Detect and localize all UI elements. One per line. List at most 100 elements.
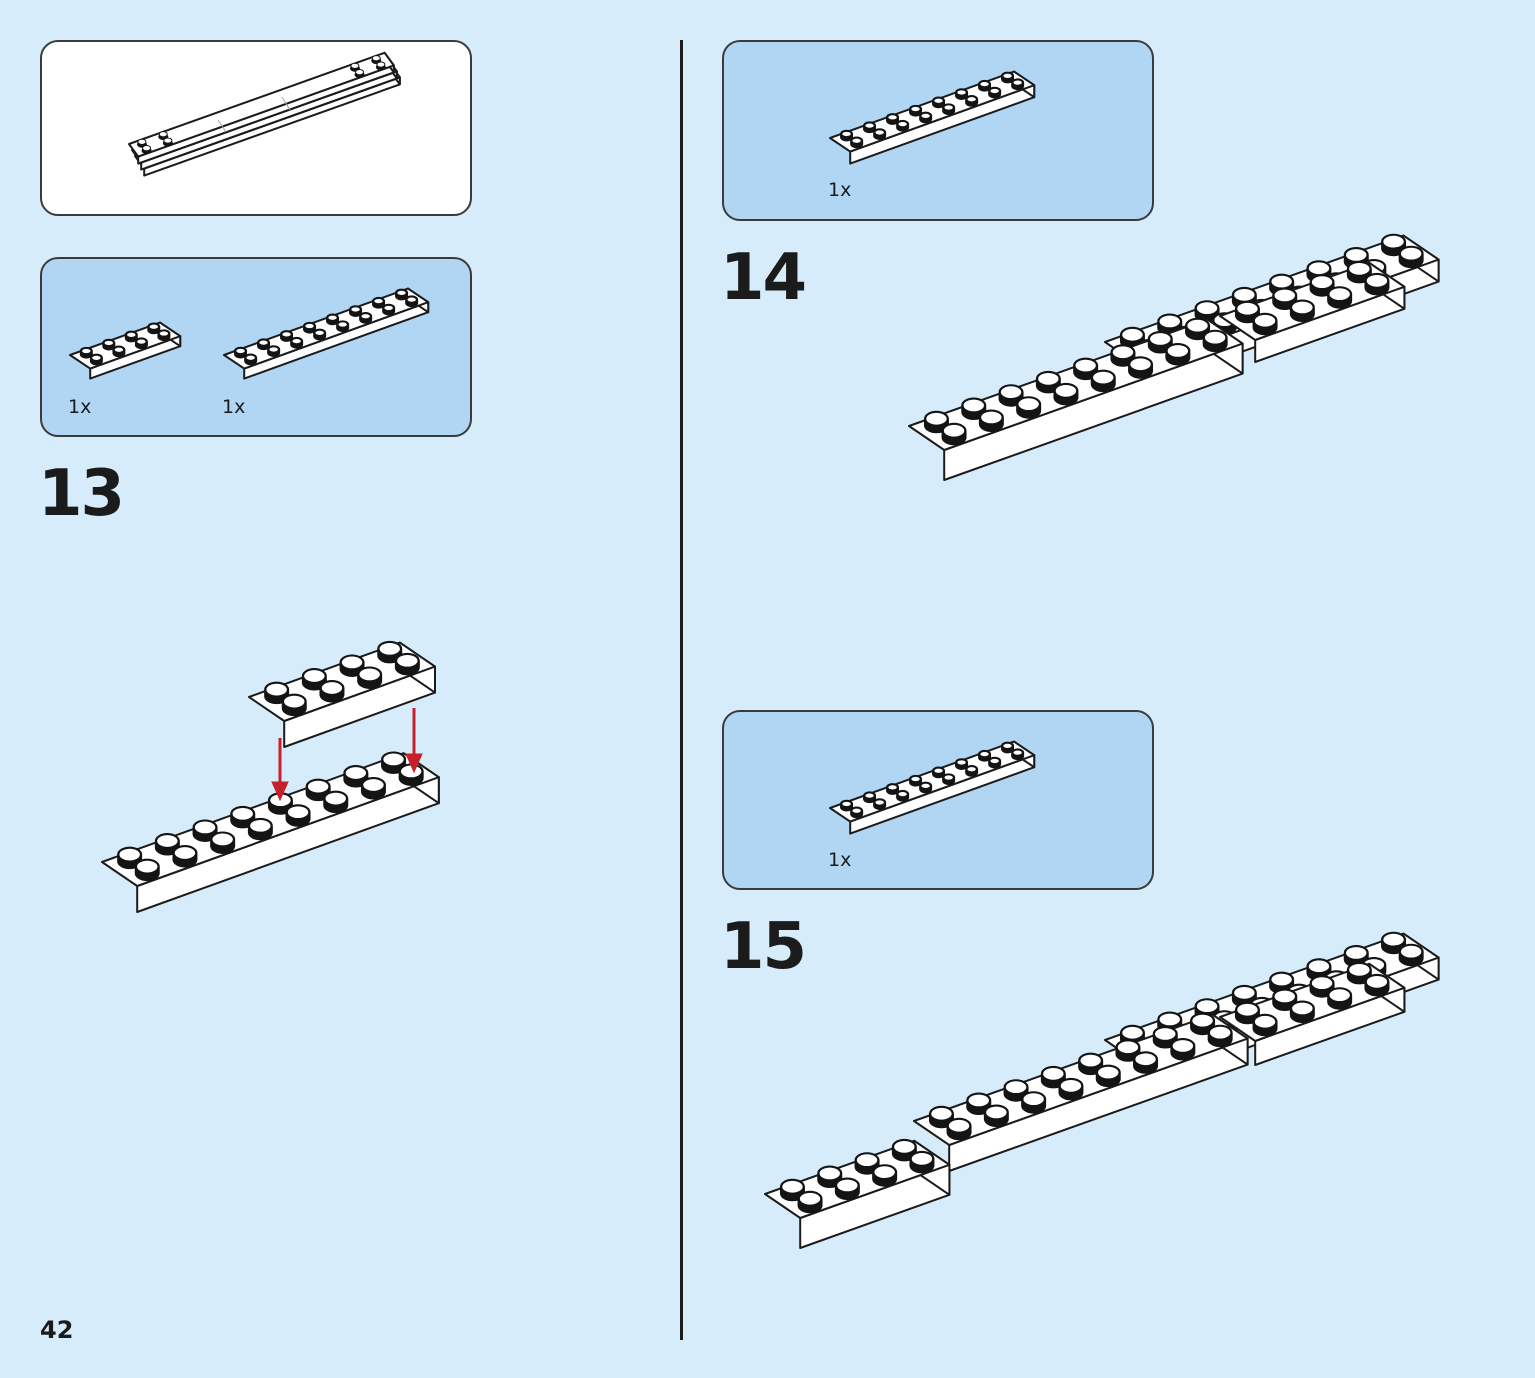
stud-top xyxy=(235,347,246,355)
stud-top xyxy=(1290,1001,1314,1016)
stud-top xyxy=(1186,318,1209,333)
arrow-head xyxy=(405,753,423,774)
stud-top xyxy=(1096,1065,1120,1080)
plate-2x8 xyxy=(223,287,430,380)
stud-top xyxy=(933,97,944,105)
preview-end-studs xyxy=(136,55,386,155)
stud-top xyxy=(1347,962,1371,977)
stud-top xyxy=(211,832,235,847)
stud-top xyxy=(360,312,372,320)
stud-top xyxy=(943,774,955,781)
stud-top xyxy=(781,1179,804,1194)
stud-top xyxy=(920,782,932,790)
stud-top xyxy=(268,346,280,353)
stud-top xyxy=(1091,370,1115,385)
stud-top xyxy=(396,289,407,297)
stud-top xyxy=(320,680,344,696)
stud-top xyxy=(1382,234,1405,249)
stud-top xyxy=(1153,1026,1177,1041)
stud-top xyxy=(818,1166,842,1181)
stud-top xyxy=(1307,261,1331,276)
new-plate-2x4 xyxy=(248,640,436,748)
stud-top xyxy=(258,339,269,346)
stud-top xyxy=(80,347,92,355)
stud-top xyxy=(1273,288,1297,303)
stud-top xyxy=(910,1151,934,1166)
step-15-number: 15 xyxy=(720,910,807,984)
stud-top xyxy=(864,792,875,799)
stud-top xyxy=(1399,246,1423,261)
page-number: 42 xyxy=(40,1316,74,1344)
stud-top xyxy=(1253,1014,1277,1029)
stud-top xyxy=(851,807,863,815)
stud-top xyxy=(395,653,419,668)
stud-top xyxy=(979,750,990,758)
assembled-plate-stack-icon xyxy=(128,51,401,177)
stud-top xyxy=(286,805,310,820)
stud-top xyxy=(1121,1025,1144,1040)
step-14-part-1-qty: 1x xyxy=(828,179,852,201)
stud-top xyxy=(1310,275,1334,290)
stud-top xyxy=(1191,1013,1214,1028)
stud-top xyxy=(984,1105,1008,1120)
stud-top xyxy=(962,398,986,413)
stud-top xyxy=(966,95,978,103)
stud-top xyxy=(1134,1052,1157,1067)
stud-top xyxy=(337,321,349,328)
upper-plate-middle xyxy=(913,1012,1249,1172)
stud-top xyxy=(956,89,967,96)
stud-top xyxy=(1059,1078,1083,1093)
plate-2x8-part-icon xyxy=(829,740,1036,835)
stud-top xyxy=(1270,274,1294,289)
stud-top xyxy=(1399,944,1423,959)
stud-top xyxy=(943,104,955,111)
column-divider xyxy=(680,40,683,1340)
stud-top xyxy=(1232,985,1256,1000)
stud-top xyxy=(942,423,966,438)
stud-top xyxy=(90,354,102,362)
stud-top xyxy=(864,122,875,129)
step-14-build-illustration xyxy=(908,233,1440,481)
stud-top xyxy=(1310,976,1334,991)
stud-top xyxy=(989,87,1001,95)
stud-top xyxy=(1365,974,1389,989)
stud-top xyxy=(383,304,395,312)
stud-top xyxy=(231,806,255,821)
stud-top xyxy=(135,859,159,874)
stud-top xyxy=(1036,371,1060,386)
stud-top xyxy=(1290,300,1314,315)
stud-top xyxy=(1054,383,1078,398)
plate-top-face xyxy=(128,51,395,158)
new-plate-front xyxy=(764,1138,951,1249)
stud-top xyxy=(873,1165,897,1180)
stud-top xyxy=(874,129,886,136)
plate-2x8-part-icon xyxy=(829,70,1036,165)
stud-top xyxy=(158,131,168,138)
stud-top xyxy=(979,80,990,88)
stud-top xyxy=(1232,287,1256,302)
stud-top xyxy=(966,765,978,773)
stud-top xyxy=(1148,331,1172,346)
stud-top xyxy=(1004,1080,1028,1095)
step-13-build-illustration xyxy=(101,640,440,913)
stud-top xyxy=(265,682,289,697)
stud-top xyxy=(1158,314,1182,329)
plate-2x8 xyxy=(829,70,1036,165)
stud-top xyxy=(1111,345,1135,360)
stud-top xyxy=(1195,301,1219,316)
step-13-part-1-qty: 1x xyxy=(68,396,92,418)
stud-top xyxy=(399,764,423,779)
stud-top xyxy=(304,322,315,330)
stud-top xyxy=(1022,1092,1046,1107)
stud-top xyxy=(327,314,338,322)
stud-top xyxy=(1236,301,1259,316)
stud-top xyxy=(291,337,303,345)
stud-top xyxy=(841,800,852,808)
stud-top xyxy=(1002,742,1013,750)
stud-top xyxy=(1203,330,1227,345)
stud-top xyxy=(887,784,898,791)
step-15-build-illustration xyxy=(764,931,1440,1249)
stud-top xyxy=(173,845,197,861)
stud-top xyxy=(1158,1012,1182,1027)
stud-top xyxy=(158,330,170,337)
